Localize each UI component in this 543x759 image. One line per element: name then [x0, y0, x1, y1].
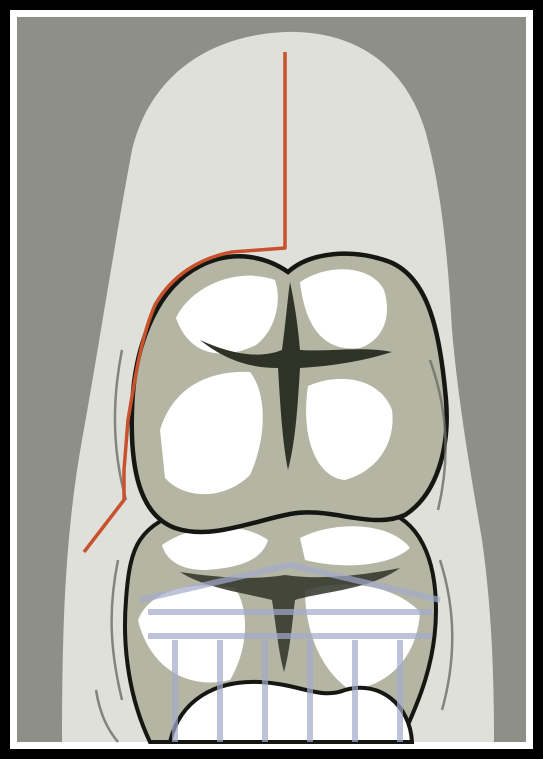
lower-bottom-cusp — [170, 682, 412, 742]
upper-tooth — [132, 254, 447, 532]
lower-tooth — [125, 507, 436, 742]
